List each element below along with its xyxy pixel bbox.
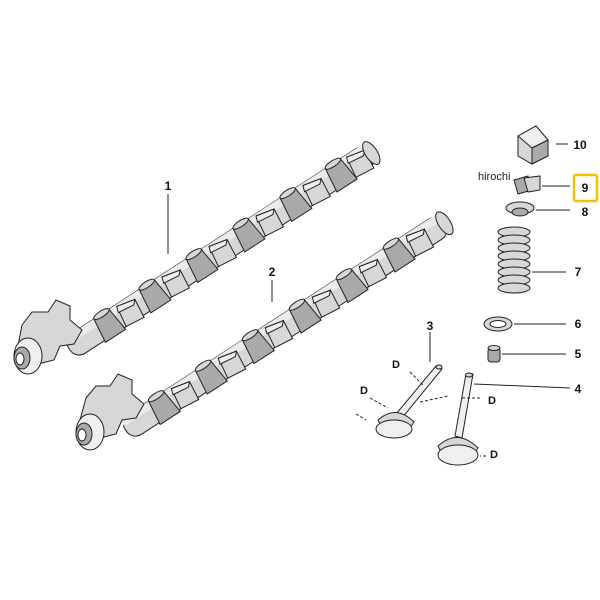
callout-8: 8 [582, 205, 589, 219]
watermark-text: hirochi [478, 171, 510, 183]
callout-3: 3 [427, 319, 434, 333]
callout-2: 2 [269, 265, 276, 279]
spring-retainer [505, 201, 535, 217]
callout-6: 6 [575, 317, 582, 331]
callout-9-highlight-box [572, 173, 599, 203]
callout-9: 9 [582, 181, 589, 195]
callout-1: 1 [165, 179, 172, 193]
valve-collets [513, 175, 541, 195]
leader-lines [167, 143, 571, 389]
dimension-label-d: D [360, 385, 368, 397]
camshaft-2-drive-flange [75, 373, 145, 451]
bucket-tappet [517, 125, 549, 165]
callout-5: 5 [575, 347, 582, 361]
dimension-markers [355, 371, 486, 457]
callout-10: 10 [573, 138, 587, 152]
valve-stem-seal [487, 345, 501, 363]
dimension-label-d: D [392, 359, 400, 371]
callout-4: 4 [575, 382, 582, 396]
callout-7: 7 [575, 265, 582, 279]
camshaft-1-drive-flange [13, 299, 83, 375]
spring-seat-washer [483, 316, 513, 332]
dimension-label-d: D [488, 395, 496, 407]
exhaust-valve [437, 372, 479, 466]
camshaft-2 [75, 211, 454, 451]
intake-valve [375, 364, 443, 439]
camshaft-1 [13, 141, 381, 375]
valve-spring [497, 226, 531, 294]
dimension-label-d: D [490, 449, 498, 461]
